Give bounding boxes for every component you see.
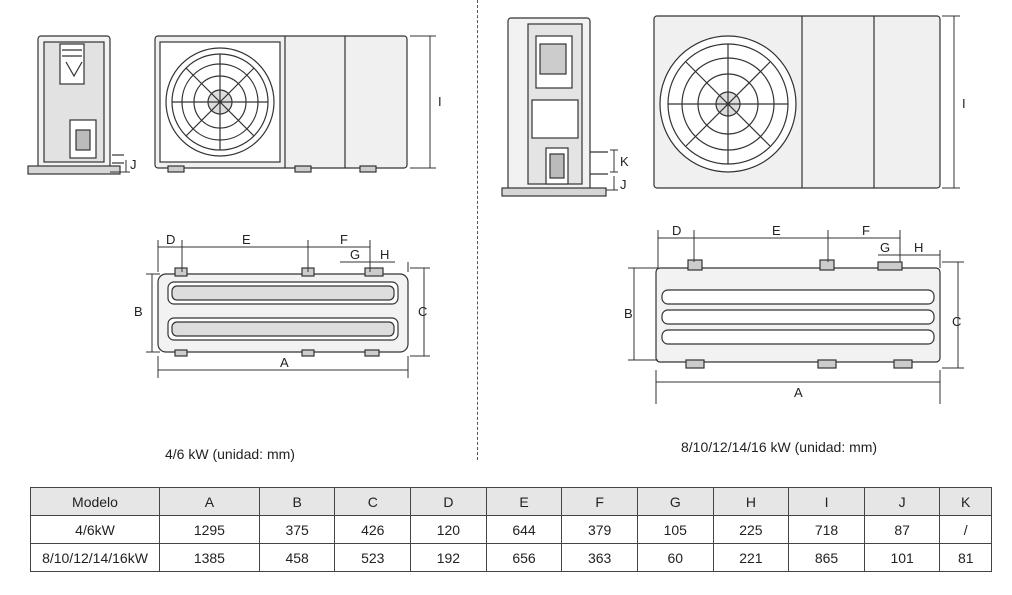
cell-h: 221	[712, 543, 790, 572]
header-f: F	[561, 487, 638, 516]
cell-j: 87	[863, 515, 941, 544]
dim-label-f-large: F	[862, 223, 870, 238]
dim-label-b: B	[134, 304, 143, 319]
cell-model: 8/10/12/14/16kW	[30, 543, 160, 572]
header-h: H	[712, 487, 790, 516]
cell-h: 225	[712, 515, 790, 544]
dim-label-k: K	[620, 154, 629, 169]
caption-8-16kw: 8/10/12/14/16 kW (unidad: mm)	[681, 439, 878, 455]
cell-a: 1385	[159, 543, 260, 572]
header-modelo: Modelo	[30, 487, 160, 516]
cell-f: 379	[561, 515, 638, 544]
cell-e: 644	[485, 515, 563, 544]
cell-b: 458	[258, 543, 336, 572]
header-b: B	[258, 487, 336, 516]
cell-g: 105	[636, 515, 714, 544]
header-j: J	[863, 487, 941, 516]
top-view-large	[655, 259, 941, 369]
table-row: 4/6kW 1295 375 426 120 644 379 105 225 7…	[30, 515, 992, 544]
side-view-large	[501, 17, 608, 197]
cell-c: 523	[334, 543, 412, 572]
header-c: C	[334, 487, 412, 516]
caption-4-6kw: 4/6 kW (unidad: mm)	[165, 446, 295, 462]
dim-label-j-large: J	[620, 177, 627, 192]
dim-label-h-large: H	[914, 240, 923, 255]
cell-a: 1295	[159, 515, 260, 544]
dim-label-d-large: D	[672, 223, 681, 238]
cell-model: 4/6kW	[30, 515, 160, 544]
cell-k: 81	[939, 543, 992, 572]
dim-label-a: A	[280, 355, 289, 370]
dim-label-c-large: C	[952, 314, 961, 329]
drawing-8-16kw: K J I D E F G H B C A	[501, 15, 966, 404]
front-view-large	[653, 15, 941, 189]
side-view-small	[27, 35, 124, 175]
dim-label-e: E	[242, 232, 251, 247]
dim-label-e-large: E	[772, 223, 781, 238]
dim-label-a-large: A	[794, 385, 803, 400]
dim-label-i-large: I	[962, 96, 966, 111]
header-i: I	[788, 487, 865, 516]
table-header-row: Modelo A B C D E F G H I J K	[30, 487, 992, 516]
front-view-small	[154, 35, 408, 173]
header-g: G	[636, 487, 714, 516]
header-d: D	[410, 487, 487, 516]
dim-label-d: D	[166, 232, 175, 247]
cell-k: /	[939, 515, 992, 544]
cell-d: 120	[410, 515, 487, 544]
dim-label-f: F	[340, 232, 348, 247]
dim-label-j: J	[130, 157, 137, 172]
panel-divider	[477, 0, 478, 460]
dim-label-i: I	[438, 94, 442, 109]
header-a: A	[159, 487, 260, 516]
cell-i: 865	[788, 543, 865, 572]
dim-label-b-large: B	[624, 306, 633, 321]
dimensions-table: Modelo A B C D E F G H I J K 4/6kW 1295 …	[30, 487, 992, 572]
dim-label-g-large: G	[880, 240, 890, 255]
cell-j: 101	[863, 543, 941, 572]
dim-label-h: H	[380, 247, 389, 262]
cell-i: 718	[788, 515, 865, 544]
cell-f: 363	[561, 543, 638, 572]
top-view-small	[157, 267, 409, 357]
drawing-4-6kw: J I D E F G H B C A	[27, 35, 442, 378]
cell-b: 375	[258, 515, 336, 544]
cell-c: 426	[334, 515, 412, 544]
header-e: E	[485, 487, 563, 516]
header-k: K	[939, 487, 992, 516]
cell-g: 60	[636, 543, 714, 572]
dim-label-c: C	[418, 304, 427, 319]
cell-d: 192	[410, 543, 487, 572]
dim-label-g: G	[350, 247, 360, 262]
table-row: 8/10/12/14/16kW 1385 458 523 192 656 363…	[30, 543, 992, 572]
cell-e: 656	[485, 543, 563, 572]
